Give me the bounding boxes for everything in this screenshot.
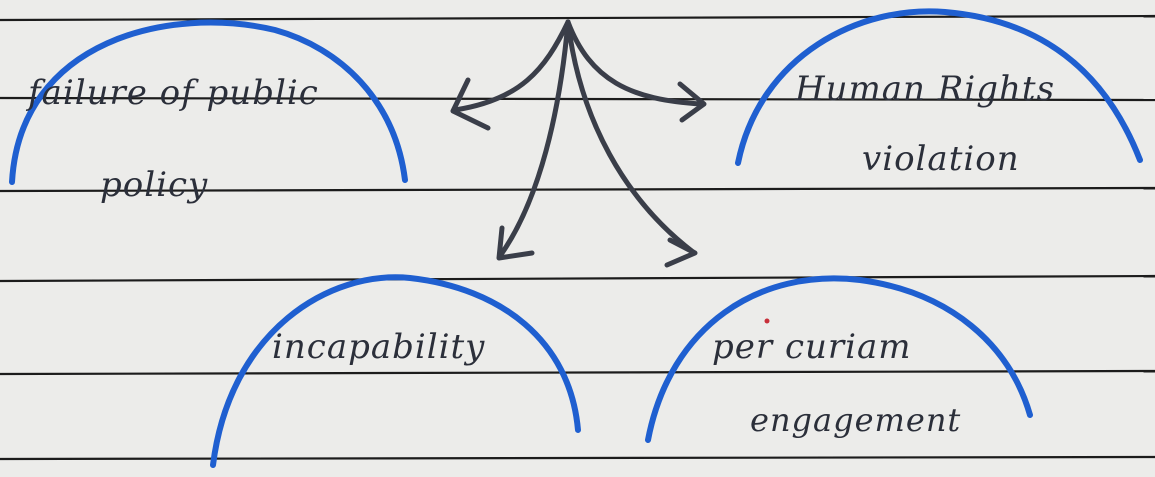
node-label-human-rights-violation-line1: Human Rights bbox=[795, 69, 1056, 109]
rule-line bbox=[0, 274, 1155, 283]
arrow-head bbox=[450, 77, 491, 131]
node-label-incapability: incapability bbox=[272, 327, 486, 367]
node-label-human-rights-violation-line2: violation bbox=[862, 139, 1020, 179]
rule-line bbox=[0, 455, 1155, 461]
node-label-per-curiam-engagement-line1: per curiam bbox=[712, 327, 912, 367]
arc-incapability bbox=[210, 274, 581, 468]
arrow-to-per-curiam-engagement bbox=[565, 19, 696, 255]
node-label-failure-of-public-policy-line2: policy bbox=[100, 165, 209, 205]
node-label-failure-of-public-policy-line1: failure of public bbox=[28, 73, 319, 113]
rule-line bbox=[0, 96, 1155, 102]
arrow-to-incapability bbox=[497, 19, 571, 259]
arrow-to-human-rights-violation bbox=[565, 19, 705, 107]
arc-failure-of-public-policy bbox=[9, 19, 408, 185]
rule-line bbox=[0, 186, 1155, 193]
arrow-head bbox=[496, 225, 535, 261]
arc-per-curiam-engagement bbox=[645, 275, 1033, 443]
rule-line bbox=[0, 369, 1155, 376]
node-label-per-curiam-engagement-line2: engagement bbox=[750, 401, 962, 439]
ink-dot bbox=[764, 318, 770, 324]
arrow-head bbox=[677, 81, 707, 123]
arc-human-rights-violation bbox=[735, 8, 1143, 166]
arrow-head bbox=[664, 237, 698, 268]
arrow-to-failure-of-public-policy bbox=[452, 19, 571, 113]
